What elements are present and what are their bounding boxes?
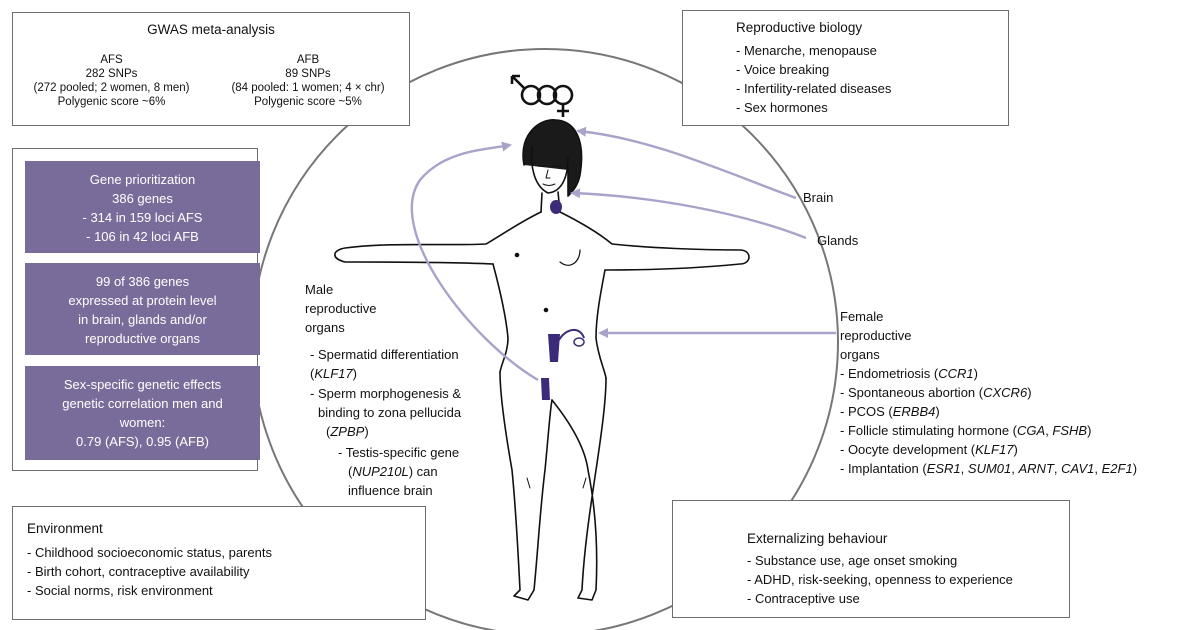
- gene-name: KLF17: [314, 366, 353, 381]
- ss-line: Sex-specific genetic effects: [63, 377, 222, 392]
- gene-name: CAV1: [1061, 461, 1095, 476]
- organs: [541, 200, 585, 400]
- female-title-line: Female: [840, 309, 884, 324]
- externalizing-title: Externalizing behaviour: [747, 531, 888, 546]
- male-item-text: - Spermatid differentiation: [310, 347, 459, 362]
- glands-label: Glands: [817, 233, 859, 248]
- gp-line: - 314 in 159 loci AFS: [82, 210, 203, 225]
- environment-box: Environment - Childhood socioeconomic st…: [12, 506, 426, 620]
- gene-prioritization-group: Gene prioritization 386 genes - 314 in 1…: [12, 148, 260, 471]
- gene-name: CXCR6: [983, 385, 1028, 400]
- ss-line: genetic correlation men and: [62, 396, 223, 411]
- female-item: - Implantation (ESR1, SUM01, ARNT, CAV1,…: [840, 461, 1138, 476]
- afs-score: Polygenic score ~6%: [57, 96, 166, 108]
- female-title-line: organs: [840, 347, 880, 362]
- gene-name: ZPBP: [330, 424, 365, 439]
- gp-line: Gene prioritization: [89, 172, 196, 187]
- female-items: - Endometriosis (CCR1) - Spontaneous abo…: [840, 364, 1137, 478]
- male-title-line: organs: [305, 320, 345, 335]
- gwas-meta-analysis-box: GWAS meta-analysis AFS 282 SNPs (272 poo…: [12, 12, 410, 126]
- ext-item: - ADHD, risk-seeking, openness to experi…: [747, 572, 1013, 587]
- ss-line: women:: [119, 415, 166, 430]
- male-item-sperm-morphogenesis: - Sperm morphogenesis & binding to zona …: [310, 386, 462, 439]
- afb-snps: 89 SNPs: [285, 68, 331, 80]
- sex-symbol-icon: [510, 74, 574, 117]
- rb-item: - Infertility-related diseases: [736, 81, 892, 96]
- afb-pooled: (84 pooled: 1 women; 4 × chr): [231, 82, 385, 94]
- female-title-line: reproductive: [840, 328, 912, 343]
- gene-name: ESR1: [926, 461, 961, 476]
- male-item-text: binding to zona pellucida: [318, 405, 462, 420]
- env-item: - Social norms, risk environment: [27, 583, 213, 598]
- afs-pooled: (272 pooled; 2 women, 8 men): [33, 82, 190, 94]
- pe-line: expressed at protein level: [68, 293, 217, 308]
- afb-score: Polygenic score ~5%: [254, 96, 362, 108]
- afs-name: AFS: [100, 54, 123, 66]
- male-item-testis-specific: - Testis-specific gene (NUP210L) can inf…: [338, 445, 460, 498]
- male-item-spermatid: - Spermatid differentiation (KLF17): [310, 347, 459, 381]
- afs-snps: 282 SNPs: [85, 68, 138, 80]
- gp-line: - 106 in 42 loci AFB: [86, 229, 199, 244]
- arrows: [410, 126, 836, 382]
- female-item: - Endometriosis (CCR1): [840, 366, 978, 381]
- male-organs-title: Male reproductive organs: [305, 280, 377, 337]
- male-title-line: reproductive: [305, 301, 377, 316]
- afb-column: AFB 89 SNPs (84 pooled: 1 women; 4 × chr…: [208, 53, 408, 109]
- pe-line: 99 of 386 genes: [95, 274, 190, 289]
- gene-name: CGA: [1017, 423, 1046, 438]
- male-item-text: influence brain: [348, 483, 433, 498]
- ext-item: - Substance use, age onset smoking: [747, 553, 958, 568]
- gene-name: CCR1: [938, 366, 974, 381]
- env-item: - Birth cohort, contraceptive availabili…: [27, 564, 250, 579]
- gene-name: ARNT: [1018, 461, 1054, 476]
- female-organs-title: Female reproductive organs: [840, 307, 912, 364]
- pe-line: reproductive organs: [85, 331, 200, 346]
- rb-item: - Voice breaking: [736, 62, 830, 77]
- reproductive-biology-box: Reproductive biology - Menarche, menopau…: [682, 10, 1009, 126]
- externalizing-behaviour-box: Externalizing behaviour - Substance use,…: [672, 500, 1070, 618]
- pe-line: in brain, glands and/or: [78, 312, 207, 327]
- ext-item: - Contraceptive use: [747, 591, 860, 606]
- env-item: - Childhood socioeconomic status, parent…: [27, 545, 272, 560]
- female-item: - PCOS (ERBB4): [840, 404, 940, 419]
- male-item-text: - Testis-specific gene: [338, 445, 460, 460]
- gp-line: 386 genes: [112, 191, 173, 206]
- afs-column: AFS 282 SNPs (272 pooled; 2 women, 8 men…: [19, 53, 204, 109]
- sex-specific-effects-box: Sex-specific genetic effects genetic cor…: [25, 366, 260, 460]
- female-item: - Spontaneous abortion (CXCR6): [840, 385, 1032, 400]
- ss-line: 0.79 (AFS), 0.95 (AFB): [76, 434, 209, 449]
- rb-item: - Sex hormones: [736, 100, 828, 115]
- human-figure: [334, 119, 750, 601]
- female-item: - Oocyte development (KLF17): [840, 442, 1018, 457]
- afb-name: AFB: [296, 54, 320, 66]
- protein-expression-box: 99 of 386 genes expressed at protein lev…: [25, 263, 260, 355]
- reproductive-biology-title: Reproductive biology: [736, 20, 863, 35]
- gene-name: FSHB: [1052, 423, 1088, 438]
- environment-title: Environment: [27, 521, 103, 536]
- rb-item: - Menarche, menopause: [736, 43, 877, 58]
- male-title-line: Male: [305, 282, 334, 297]
- gene-name: KLF17: [975, 442, 1014, 457]
- gene-prioritization-box: Gene prioritization 386 genes - 314 in 1…: [25, 161, 260, 253]
- gene-name: E2F1: [1101, 461, 1133, 476]
- gene-name: NUP210L: [352, 464, 409, 479]
- gene-name: SUM01: [967, 461, 1012, 476]
- female-item: - Follicle stimulating hormone (CGA, FSH…: [840, 423, 1092, 438]
- male-item-text: - Sperm morphogenesis &: [310, 386, 462, 401]
- brain-label: Brain: [803, 190, 834, 205]
- gwas-title: GWAS meta-analysis: [147, 22, 275, 37]
- male-item-text: can: [413, 464, 438, 479]
- gene-name: ERBB4: [892, 404, 936, 419]
